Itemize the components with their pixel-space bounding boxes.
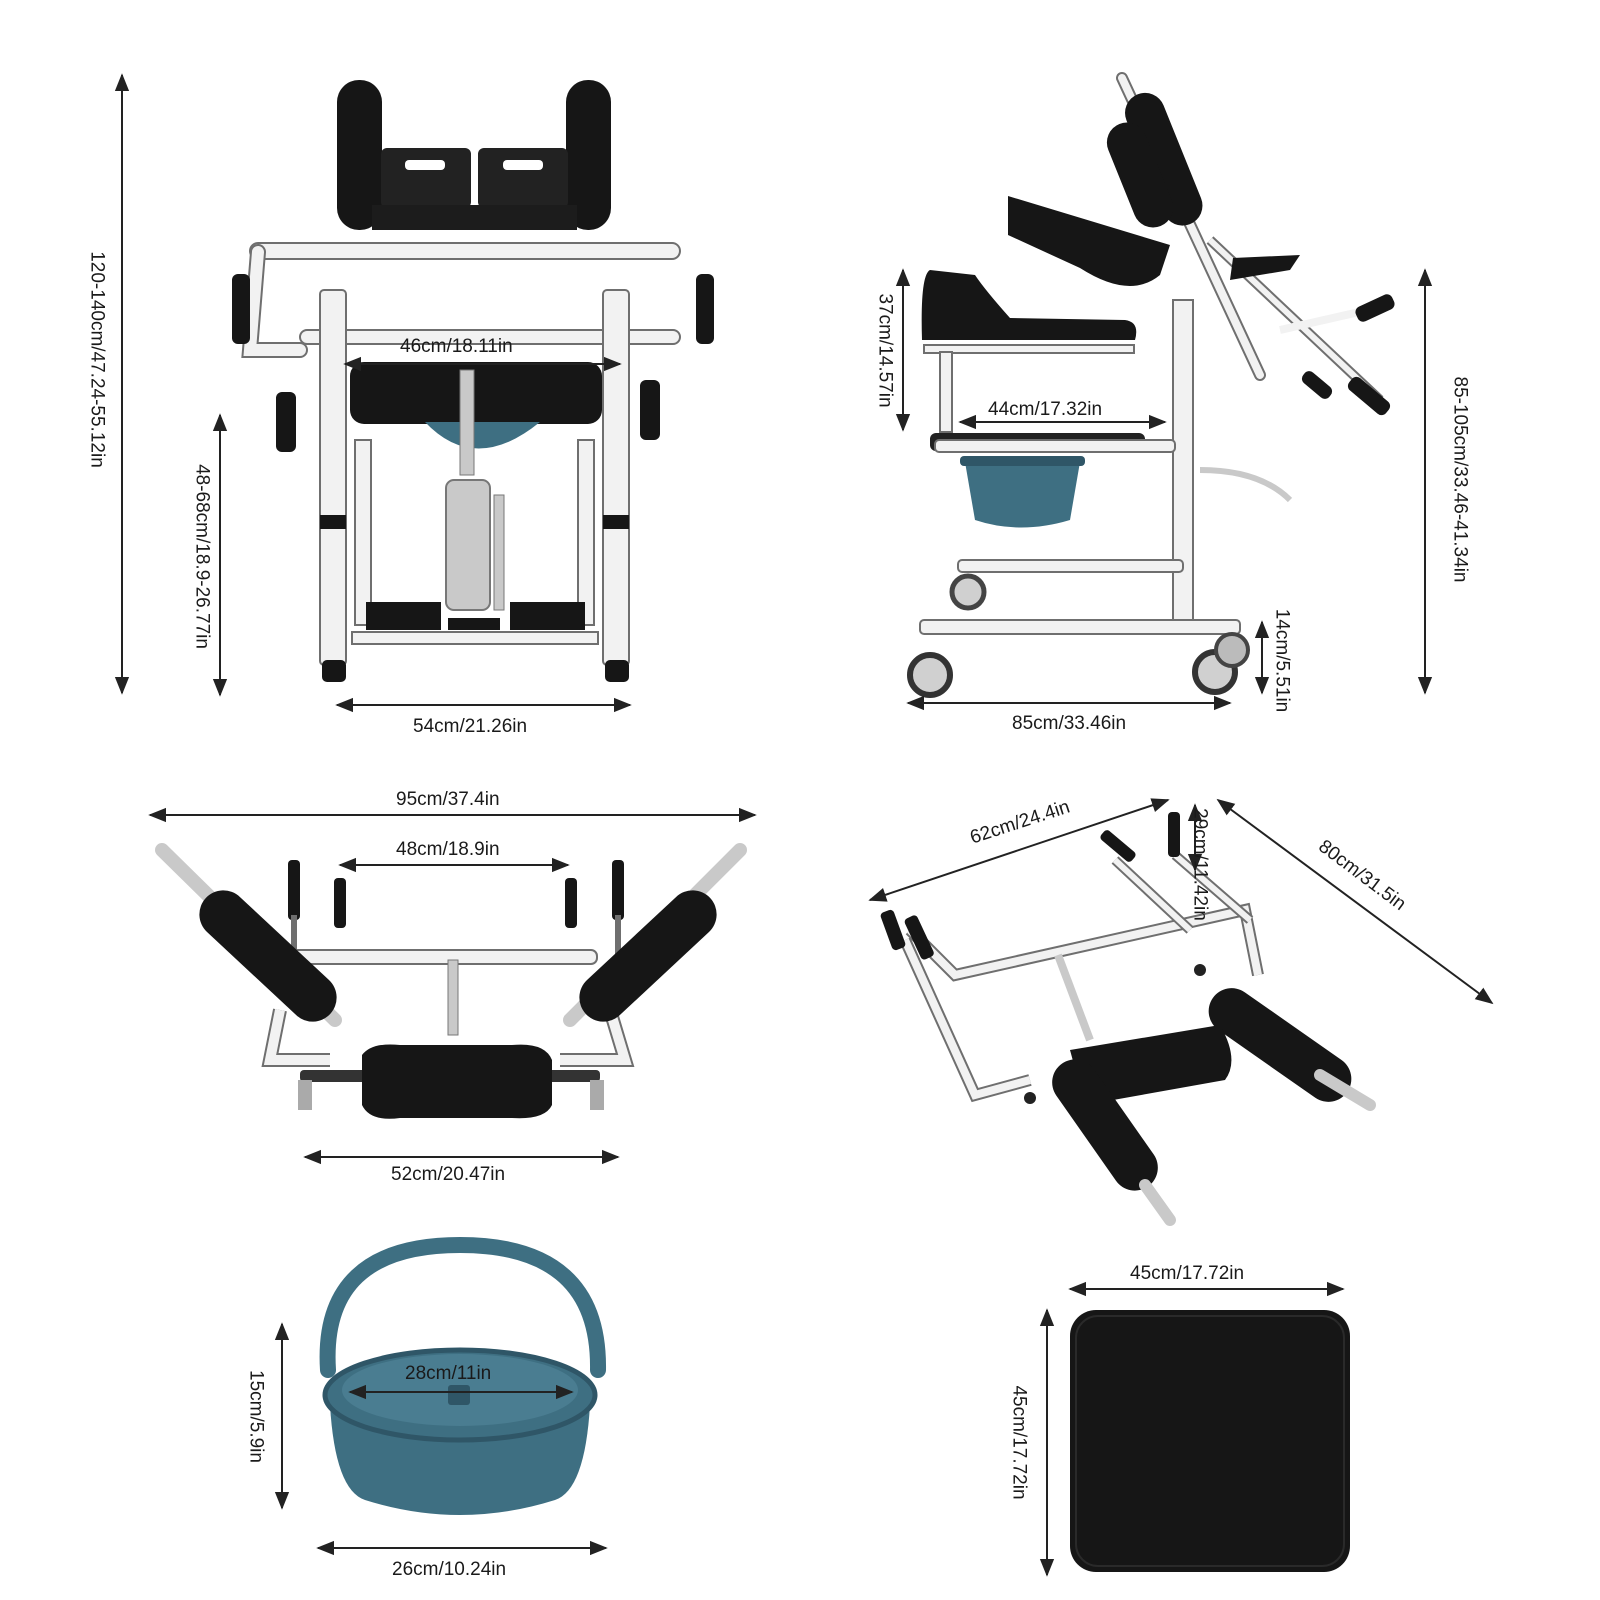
front-height-label: 120-140cm/47.24-55.12in	[86, 251, 108, 468]
bucket-height-label: 15cm/5.9in	[245, 1370, 267, 1463]
front-top-width-label: 46cm/18.11in	[400, 336, 513, 357]
side-clearance-label: 14cm/5.51in	[1271, 608, 1293, 713]
side-back-height-label: 37cm/14.57in	[874, 293, 896, 408]
side-overall-height-label: 85-105cm/33.46-41.34in	[1449, 376, 1471, 583]
side-view-chair	[907, 72, 1395, 698]
side-base-length-label: 85cm/33.46in	[1012, 713, 1127, 734]
side-bucket	[965, 462, 1080, 528]
seat-cushion	[1070, 1310, 1350, 1572]
angled-view-chair	[880, 812, 1376, 1226]
angled-handle-height-label: 29cm/11.42in	[1189, 808, 1211, 921]
dimension-arrows	[114, 73, 1494, 1577]
right-back-pad	[566, 80, 611, 230]
bucket-diameter-label: 28cm/11in	[405, 1363, 492, 1384]
front-seat	[350, 362, 602, 424]
cushion-width-label: 45cm/17.72in	[1130, 1263, 1245, 1284]
angled-back-cushion	[1070, 1025, 1232, 1105]
angled-diagonal-arrow	[1216, 798, 1494, 1005]
front-seat-height-label: 48-68cm/18.9-26.77in	[191, 464, 213, 649]
cushion-height-label: 45cm/17.72in	[1008, 1385, 1030, 1500]
right-arm-pad	[579, 890, 717, 1022]
hydraulic-pump	[445, 479, 491, 611]
angled-width-arrow	[868, 798, 1170, 902]
left-back-pad	[337, 80, 382, 230]
top-inner-width-label: 48cm/18.9in	[396, 839, 500, 860]
front-base-width-label: 54cm/21.26in	[413, 716, 528, 737]
side-seat-depth-label: 44cm/17.32in	[988, 399, 1103, 420]
top-overall-width-label: 95cm/37.4in	[396, 789, 500, 810]
top-back-cushion	[362, 1044, 552, 1119]
bucket-handle	[319, 1236, 607, 1378]
top-base-width-label: 52cm/20.47in	[391, 1164, 506, 1185]
bucket-base-label: 26cm/10.24in	[392, 1559, 507, 1580]
top-view-chair	[155, 843, 747, 1119]
side-seat	[921, 270, 1137, 340]
left-arm-pad	[199, 890, 337, 1022]
front-view-chair	[232, 80, 714, 682]
angled-left-pad	[1052, 1059, 1158, 1191]
